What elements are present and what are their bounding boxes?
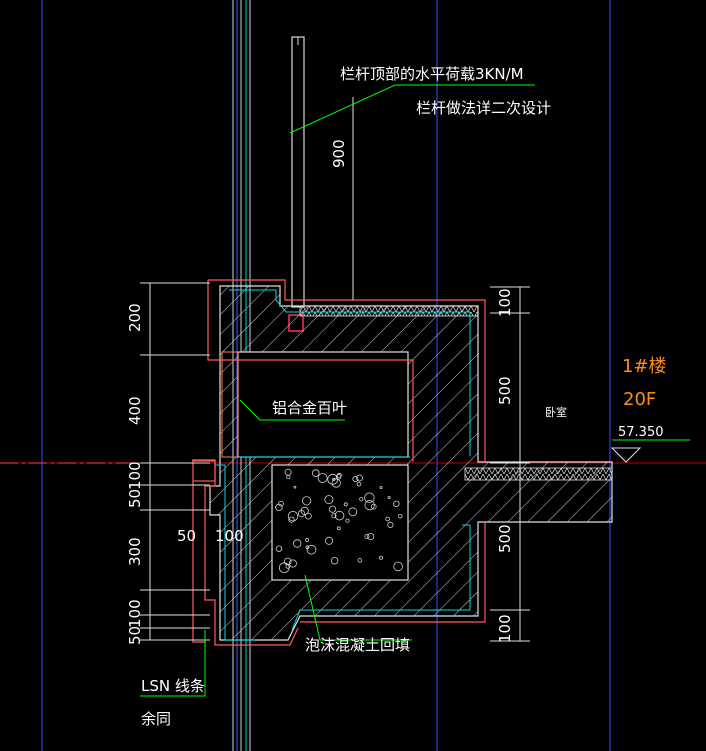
finish-lines bbox=[215, 289, 471, 641]
lsn-line-label: LSN 线条 bbox=[141, 677, 205, 695]
building-floor: 20F bbox=[623, 389, 657, 410]
dim-right-500b: 500 bbox=[496, 524, 514, 553]
dim-inner-50: 50 bbox=[177, 527, 197, 545]
dim-900: 900 bbox=[330, 139, 348, 168]
dim-left-50a: 50 bbox=[126, 488, 144, 508]
left-dimensions bbox=[140, 282, 210, 641]
elevation-value: 57.350 bbox=[618, 425, 664, 440]
dim-left-100: 100 bbox=[126, 461, 144, 490]
louver-label: 铝合金百叶 bbox=[272, 399, 348, 417]
outer-outline bbox=[192, 279, 486, 646]
dim-right-100b: 100 bbox=[496, 614, 514, 643]
dim-right-500a: 500 bbox=[496, 376, 514, 405]
right-dimensions bbox=[490, 286, 530, 642]
railing-post bbox=[288, 36, 305, 332]
concrete-structure bbox=[209, 285, 613, 641]
dim-left-100b: 100 bbox=[126, 599, 144, 628]
dim-left-200: 200 bbox=[126, 303, 144, 332]
leader-lines bbox=[140, 84, 690, 697]
foam-bubbles bbox=[275, 468, 403, 573]
bedroom-label: 卧室 bbox=[545, 406, 567, 419]
dim-left-300: 300 bbox=[126, 537, 144, 566]
others-same-label: 余同 bbox=[141, 710, 172, 728]
building-name: 1#楼 bbox=[622, 356, 667, 377]
foam-concrete-label: 泡沫混凝土回填 bbox=[305, 636, 411, 654]
railing-design-label: 栏杆做法详二次设计 bbox=[416, 99, 552, 117]
dim-inner-100: 100 bbox=[215, 527, 244, 545]
railing-load-label: 栏杆顶部的水平荷载3KN/M bbox=[340, 65, 524, 83]
dim-left-50b: 50 bbox=[126, 625, 144, 645]
dim-right-100a: 100 bbox=[496, 288, 514, 317]
elevation-marker bbox=[610, 447, 642, 463]
dim-left-400: 400 bbox=[126, 396, 144, 425]
